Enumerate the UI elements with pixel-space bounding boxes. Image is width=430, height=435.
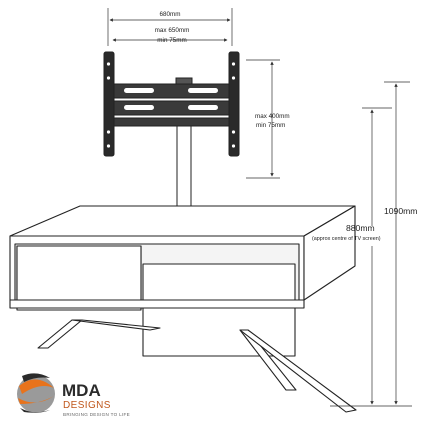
cabinet-legs	[37, 319, 357, 413]
logo-sub: DESIGNS	[63, 400, 111, 411]
mda-designs-logo: MDA DESIGNS BRINGING DESIGN TO LIFE	[17, 373, 130, 417]
bracket-horizontal-min-label: min 75mm	[157, 37, 186, 44]
overall-width-label: 680mm	[160, 11, 181, 18]
bracket-slots	[106, 62, 236, 148]
vesa-bracket	[103, 51, 240, 157]
bracket-horizontal-max-label: max 650mm	[155, 27, 190, 34]
vertical-bracket-dimension-lines	[246, 59, 280, 179]
height-dimension-lines	[330, 81, 412, 407]
width-dimension-lines	[107, 8, 233, 46]
logo-tagline: BRINGING DESIGN TO LIFE	[63, 412, 130, 417]
screen-centre-note: (approx centre of TV screen)	[312, 236, 381, 242]
tv-cabinet	[9, 205, 356, 357]
total-height-label: 1090mm	[384, 206, 417, 216]
bracket-vertical-max-label: max 400mm	[255, 113, 290, 120]
logo-name: MDA	[62, 381, 101, 400]
logo-sphere-icon	[17, 373, 55, 413]
screen-centre-height-label: 880mm	[346, 223, 375, 233]
bracket-vertical-min-label: min 75mm	[256, 122, 285, 129]
